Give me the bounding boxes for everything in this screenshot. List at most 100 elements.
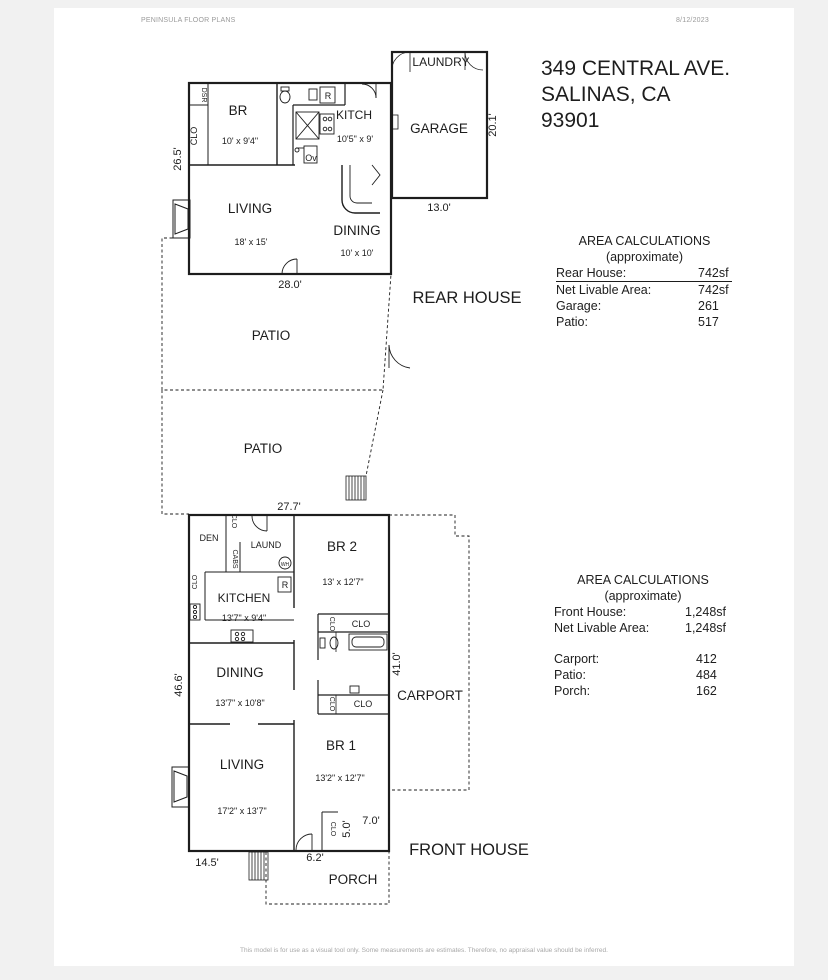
- cabinets-label: CABS: [231, 549, 238, 568]
- rear-area-title: AREA CALCULATIONS: [578, 234, 711, 248]
- front-area-calculations: AREA CALCULATIONS (approximate) Front Ho…: [554, 572, 734, 699]
- room-label: LIVING: [228, 201, 272, 216]
- dimension-label: 41.0': [391, 652, 403, 676]
- front-area-row: Net Livable Area: 1,248sf: [554, 620, 734, 636]
- dimension-label: 28.0': [278, 279, 302, 291]
- front-area-row: Carport: 412: [554, 651, 734, 667]
- room-label: LIVING: [220, 757, 264, 772]
- front-area-row-label: Carport:: [554, 652, 600, 666]
- dimension-label: 5.0': [341, 820, 353, 837]
- rear-kitchen-fixtures: [279, 86, 336, 164]
- front-area-row-label: Patio:: [554, 668, 586, 682]
- rear-doors: [281, 83, 381, 275]
- rear-area-row-value: 742sf: [698, 283, 729, 297]
- room-size: 10' x 9'4": [222, 136, 258, 146]
- front-house-walls: [187, 513, 391, 853]
- front-area-row-label: Front House:: [554, 605, 627, 619]
- rear-area-subtitle: (approximate): [605, 250, 684, 264]
- dimension-label: 14.5': [195, 857, 219, 869]
- room-label: CARPORT: [397, 688, 463, 703]
- closet-label: CLO: [192, 574, 199, 589]
- room-label: BR 2: [327, 539, 357, 554]
- room-size: 13'7" x 10'8": [215, 698, 264, 708]
- room-label: KITCH: [336, 108, 372, 122]
- front-area-row: Porch: 162: [554, 683, 734, 699]
- closet-label: CLO: [189, 127, 199, 146]
- rear-area-row-value: 517: [698, 315, 719, 329]
- dimension-label: 6.2': [306, 852, 323, 864]
- room-label: LAUNDRY: [412, 55, 469, 69]
- garage-walls: [390, 50, 489, 200]
- water-heater-label: WH: [281, 562, 290, 568]
- rear-area-row-label: Garage:: [556, 299, 602, 313]
- carport-outline: [265, 514, 470, 905]
- dimension-label: 27.7': [277, 501, 301, 513]
- room-size: 13'2" x 12'7": [315, 773, 364, 783]
- front-area-row-value: 1,248sf: [685, 605, 727, 619]
- section-label: REAR HOUSE: [412, 289, 521, 307]
- rear-labels: BR 10' x 9'4" KITCH 10'5" x 9' LIVING 18…: [189, 55, 522, 456]
- plan-sheet: PENINSULA FLOOR PLANS 8/12/2023 This mod…: [54, 8, 794, 966]
- rear-area-row-value: 742sf: [698, 266, 729, 280]
- brand-label: PENINSULA FLOOR PLANS: [141, 17, 236, 24]
- front-stairs: [248, 851, 269, 881]
- room-size: 10'5" x 9': [337, 134, 373, 144]
- dimension-labels: 26.5' 28.0' 20.1' 13.0' 27.7' 46.6' 41.0…: [172, 113, 499, 869]
- dimension-label: 46.6': [173, 673, 185, 697]
- room-size: 18' x 15': [235, 237, 268, 247]
- front-area-row-value: 412: [696, 652, 717, 666]
- closet-label: CLO: [329, 822, 336, 837]
- front-area-row-label: Net Livable Area:: [554, 621, 650, 635]
- address-line3: 93901: [541, 109, 600, 132]
- date-label: 8/12/2023: [676, 17, 709, 24]
- rear-stairs: [345, 475, 367, 501]
- rear-area-row-label: Rear House:: [556, 266, 627, 280]
- closet-label: CLO: [354, 699, 373, 709]
- room-label: GARAGE: [410, 121, 468, 136]
- rear-patio: [161, 237, 392, 515]
- room-size: 13' x 12'7": [322, 577, 363, 587]
- oven-label: Ov: [305, 153, 317, 163]
- rear-area-row: Garage: 261: [556, 298, 736, 314]
- room-label: DINING: [333, 223, 380, 238]
- front-labels: DEN LAUND BR 2 13' x 12'7" KITCHEN 13'7"…: [192, 514, 529, 887]
- room-size: 13'7" x 9'4": [222, 613, 266, 623]
- dimension-label: 20.1': [487, 113, 499, 137]
- rear-area-row-label: Patio:: [556, 315, 588, 329]
- room-label: LAUND: [251, 540, 282, 550]
- front-area-row-value: 162: [696, 684, 717, 698]
- closet-label: DSR: [200, 88, 207, 103]
- dimension-label: 7.0': [362, 815, 379, 827]
- room-label: BR: [229, 103, 248, 118]
- room-label: DINING: [216, 665, 263, 680]
- rear-area-row-value: 261: [698, 299, 719, 313]
- front-area-row-label: Porch:: [554, 684, 591, 698]
- rear-area-row: Net Livable Area: 742sf: [556, 282, 736, 298]
- front-area-row-value: 1,248sf: [685, 621, 727, 635]
- room-label: PATIO: [252, 328, 291, 343]
- disclaimer: This model is for use as a visual tool o…: [240, 947, 608, 954]
- rear-area-row: Patio: 517: [556, 314, 736, 330]
- front-area-row-value: 484: [696, 668, 717, 682]
- room-label: BR 1: [326, 738, 356, 753]
- patio-door-arc: [388, 344, 411, 369]
- room-size: 10' x 10': [341, 248, 374, 258]
- rear-fireplace: [172, 199, 191, 239]
- rear-area-row: Rear House: 742sf: [556, 265, 732, 282]
- room-label: DEN: [199, 533, 218, 543]
- closet-label: CLO: [328, 617, 335, 632]
- room-label: KITCHEN: [218, 591, 271, 605]
- room-label: PATIO: [244, 441, 283, 456]
- front-doors: [251, 515, 313, 851]
- closet-label: CLO: [230, 514, 237, 529]
- address-block: 349 CENTRAL AVE. SALINAS, CA 93901: [541, 56, 730, 134]
- address-line1: 349 CENTRAL AVE.: [541, 57, 731, 80]
- section-label: FRONT HOUSE: [409, 841, 529, 859]
- refrigerator-label: R: [282, 580, 289, 590]
- room-label: PORCH: [329, 872, 378, 887]
- front-area-subtitle: (approximate): [604, 589, 682, 603]
- front-area-row: Front House: 1,248sf: [554, 604, 734, 620]
- dimension-label: 13.0': [427, 202, 451, 214]
- front-area-row: Patio: 484: [554, 667, 734, 683]
